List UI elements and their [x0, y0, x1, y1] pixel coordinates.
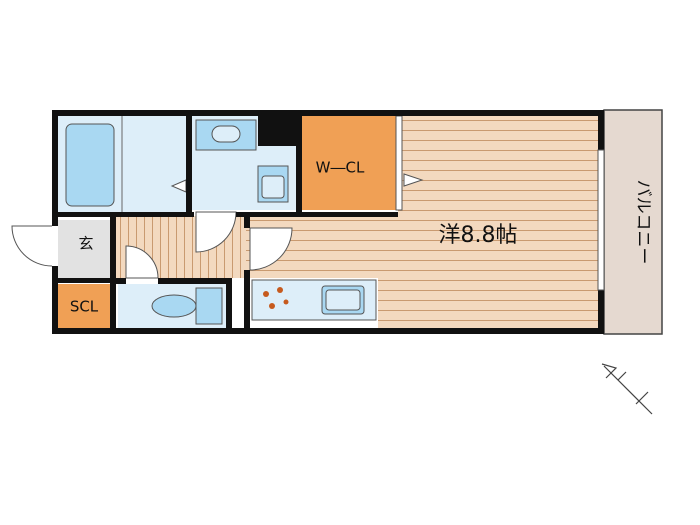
- balcony-label: バルコニー: [633, 180, 653, 265]
- stove-icon: [263, 287, 289, 309]
- entrance: 玄: [11, 220, 112, 278]
- balcony-window: [597, 149, 605, 291]
- toilet-icon: [195, 287, 223, 325]
- closet-door-icon: [403, 173, 424, 187]
- entrance-label: 玄: [78, 235, 93, 253]
- room-door-icon: [249, 227, 293, 271]
- washroom-door-icon: [195, 211, 237, 253]
- bathroom: [58, 116, 187, 214]
- north-arrow-icon: [601, 363, 653, 415]
- walk-in-closet-label: W―CL: [316, 159, 365, 177]
- western-room: 洋8.8帖: [246, 116, 600, 328]
- washroom: [192, 116, 296, 210]
- toilet-door-icon: [125, 245, 159, 279]
- shoe-closet: SCL: [58, 284, 110, 328]
- balcony: バルコニー: [603, 109, 663, 335]
- bathtub-icon: [65, 123, 115, 207]
- shoe-closet-label: SCL: [70, 298, 99, 316]
- kitchen: [251, 279, 377, 321]
- walk-in-closet: W―CL: [302, 115, 424, 211]
- entrance-door-icon: [11, 225, 53, 267]
- western-room-label: 洋8.8帖: [439, 223, 518, 248]
- toilet-room: [118, 245, 226, 328]
